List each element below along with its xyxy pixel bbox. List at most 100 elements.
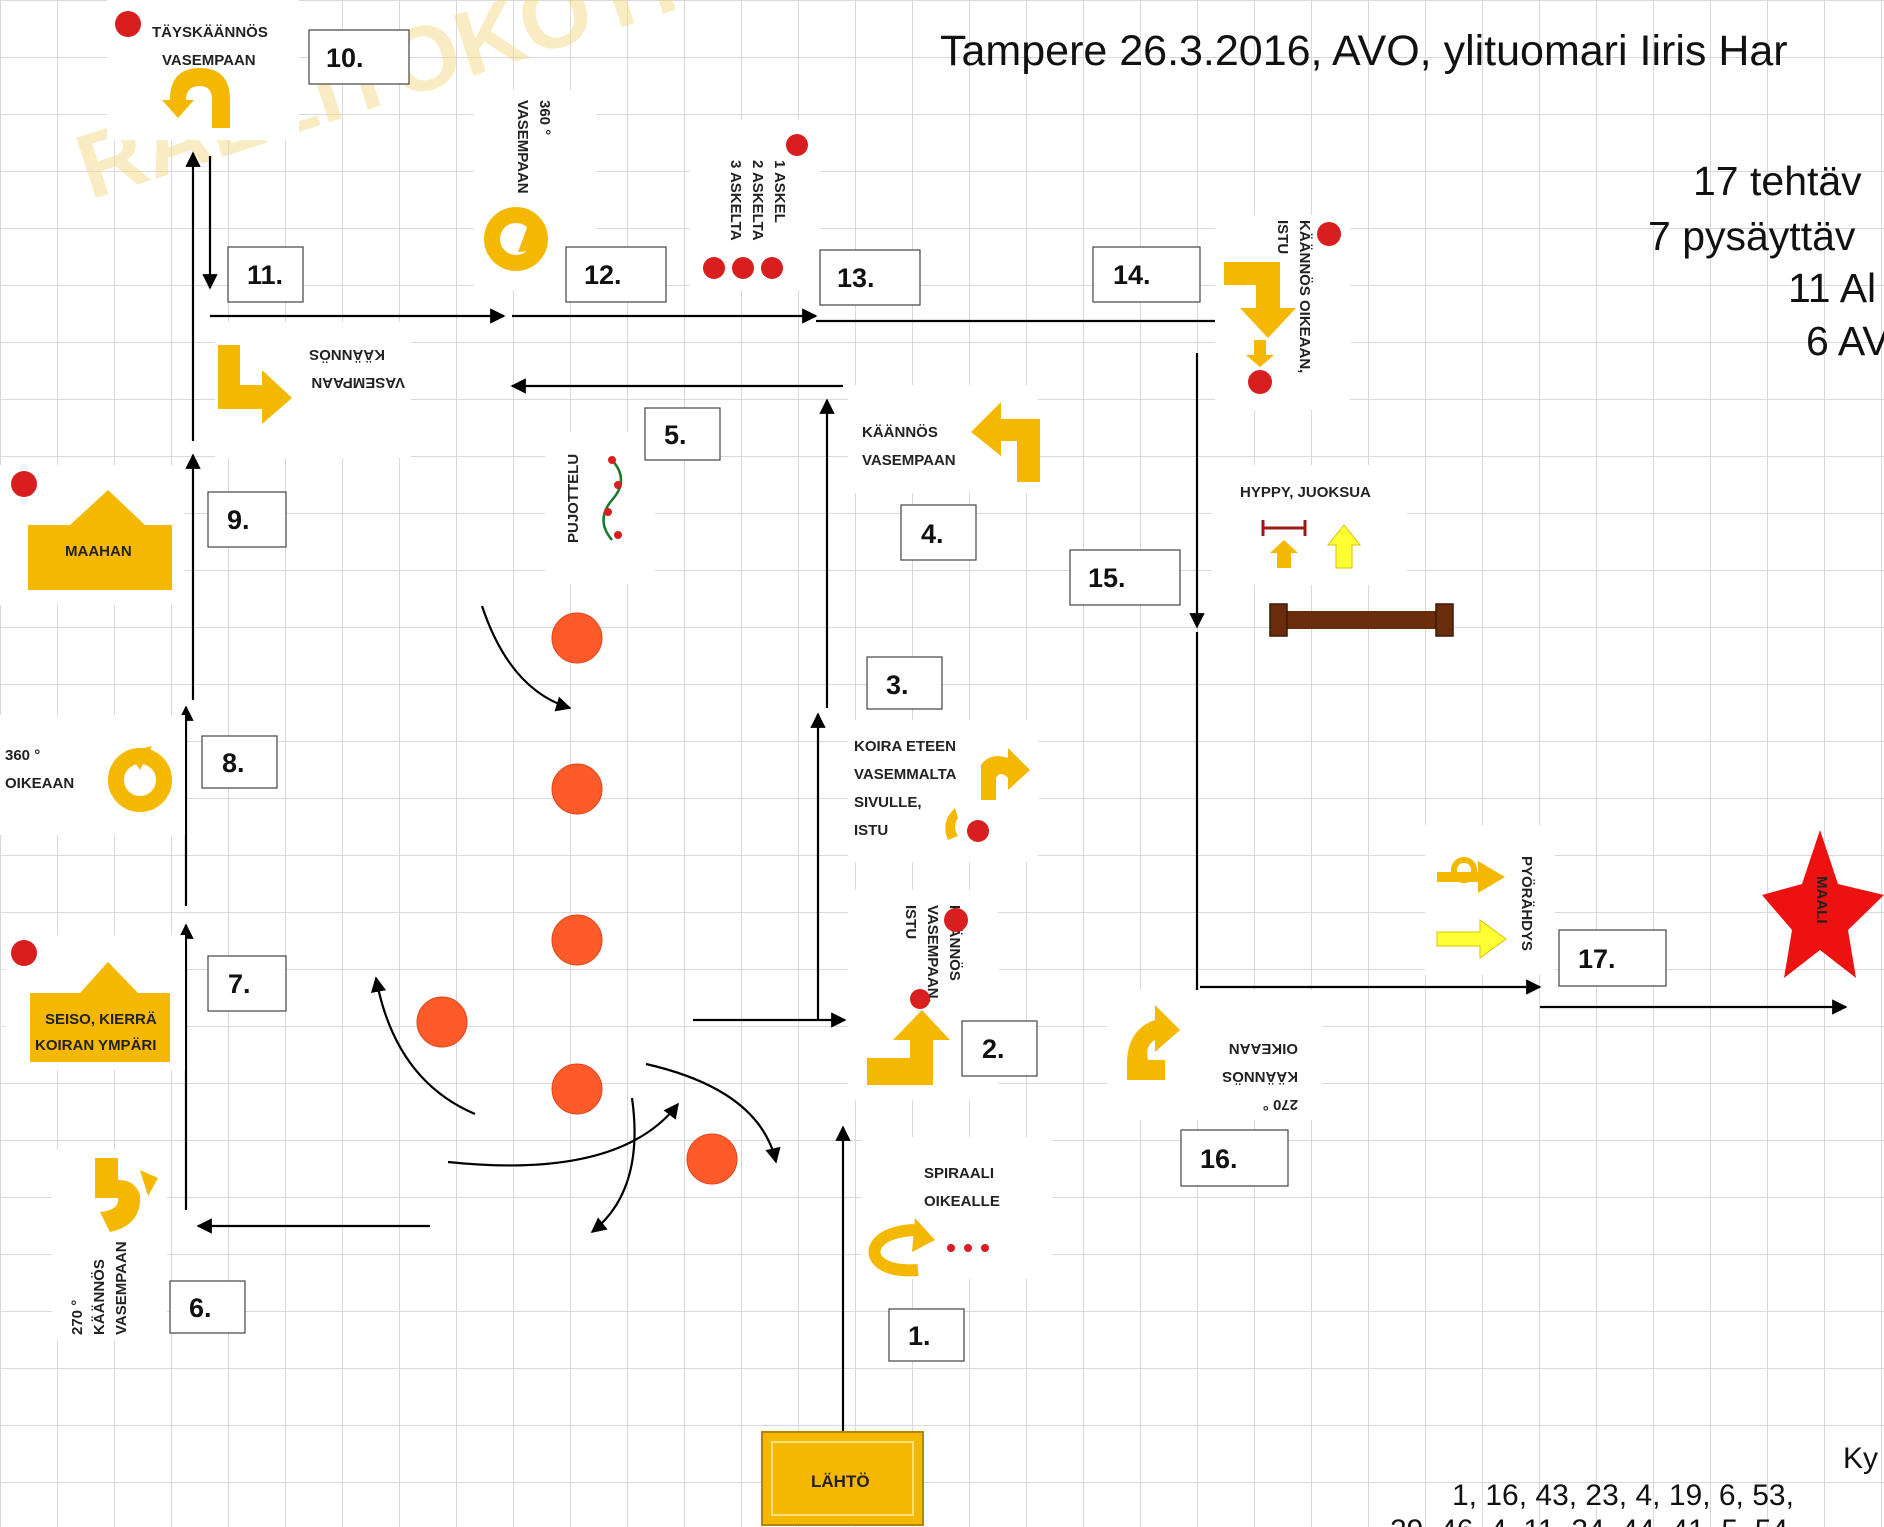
svg-text:PYÖRÄHDYS: PYÖRÄHDYS — [1518, 856, 1535, 951]
svg-text:360 °: 360 ° — [5, 747, 40, 764]
sign-4: KÄÄNNÖS VASEMPAAN — [848, 385, 1040, 493]
page-title: Tampere 26.3.2016, AVO, ylituomari Iiris… — [940, 27, 1788, 75]
task-number-8: 8. — [201, 735, 278, 789]
cone — [686, 1133, 738, 1185]
svg-text:ISTU: ISTU — [854, 822, 888, 839]
svg-text:5.: 5. — [664, 420, 687, 450]
sign-6: 270 ° KÄÄNNÖS VASEMPAAN — [52, 1150, 167, 1340]
svg-text:2 ASKELTA: 2 ASKELTA — [749, 160, 766, 241]
stop-sign-icon — [786, 134, 808, 156]
run-arrow-icon — [1326, 524, 1362, 569]
sign-1: SPIRAALI OIKEALLE — [862, 1137, 1052, 1279]
task-number-5: 5. — [644, 407, 721, 461]
sign-7: SEISO, KIERRÄ KOIRAN YMPÄRI — [5, 935, 185, 1070]
down-icon — [28, 490, 172, 590]
svg-text:6.: 6. — [189, 1293, 212, 1323]
stat-al: 11 Al — [1788, 265, 1876, 311]
spiral-right-icon — [868, 1224, 919, 1277]
svg-text:MAAHAN: MAAHAN — [65, 543, 132, 560]
turn-270-right-icon — [1126, 1005, 1180, 1080]
sign-17: PYÖRÄHDYS — [1425, 825, 1555, 975]
svg-text:ISTU: ISTU — [902, 905, 919, 939]
sign-16: 270 ° KÄÄNNÖS OIKEAAN — [1107, 990, 1322, 1120]
svg-text:SEISO, KIERRÄ: SEISO, KIERRÄ — [45, 1011, 157, 1028]
dog-front-icon — [981, 748, 1030, 800]
stat-av: 6 AV — [1806, 318, 1884, 364]
sign-8: 360 ° OIKEAAN — [0, 715, 185, 835]
hurdle-icon — [1261, 520, 1307, 536]
svg-text:270 °: 270 ° — [69, 1300, 86, 1335]
task-number-4: 4. — [900, 504, 977, 561]
start-sign: LÄHTÖ — [761, 1431, 924, 1526]
cone — [551, 763, 603, 815]
svg-text:15.: 15. — [1088, 563, 1126, 593]
svg-text:VASEMPAAN: VASEMPAAN — [514, 100, 531, 194]
svg-text:2.: 2. — [982, 1034, 1005, 1064]
stat-tasks: 17 tehtäv — [1693, 158, 1862, 204]
sign-10: TÄYSKÄÄNNÖS VASEMPAAN — [107, 0, 299, 140]
svg-text:VASEMPAAN: VASEMPAAN — [862, 452, 956, 469]
svg-text:360 °: 360 ° — [536, 100, 553, 135]
svg-text:SIVULLE,: SIVULLE, — [854, 794, 922, 811]
svg-text:HYPPY, JUOKSUA: HYPPY, JUOKSUA — [1240, 484, 1371, 501]
svg-text:7.: 7. — [228, 969, 251, 999]
stop-sign-icon — [11, 471, 37, 497]
task-number-14: 14. — [1092, 246, 1201, 303]
jump-hurdle — [1269, 603, 1454, 637]
slalom-icon — [602, 459, 623, 541]
cone — [551, 1063, 603, 1115]
sign-15: HYPPY, JUOKSUA — [1212, 465, 1407, 585]
task-number-10: 10. — [308, 29, 410, 85]
svg-text:16.: 16. — [1200, 1144, 1238, 1174]
sign-13: 1 ASKEL 2 ASKELTA 3 ASKELTA — [690, 120, 820, 290]
stop-sign-icon — [1248, 370, 1272, 394]
stand-circle-dog-icon — [30, 962, 170, 1062]
stop-sign-icon — [11, 940, 37, 966]
turn-right-arrow-icon — [1224, 262, 1296, 338]
svg-text:OIKEAAN: OIKEAAN — [1229, 1040, 1298, 1057]
task-number-1: 1. — [888, 1308, 965, 1362]
svg-text:VASEMMALTA: VASEMMALTA — [854, 766, 957, 783]
svg-text:14.: 14. — [1113, 260, 1151, 290]
svg-text:17.: 17. — [1578, 944, 1616, 974]
turn-left-arrow-icon — [971, 402, 1040, 482]
svg-text:8.: 8. — [222, 748, 245, 778]
turn-360-left-icon — [484, 207, 548, 271]
sign-2: KÄÄNNÖS VASEMPAAN, ISTU — [848, 890, 998, 1100]
sign-11: VASEMPAAN KÄÄNNÖS — [215, 322, 411, 458]
svg-text:12.: 12. — [584, 260, 622, 290]
svg-text:MAALI: MAALI — [1813, 876, 1830, 924]
task-number-11: 11. — [227, 246, 304, 303]
stop-sign-icon — [115, 11, 141, 37]
task-number-13: 13. — [819, 249, 921, 306]
svg-text:VASEMPAAN: VASEMPAAN — [311, 374, 405, 391]
sign-3: KOIRA ETEEN VASEMMALTA SIVULLE, ISTU — [848, 720, 1038, 862]
svg-text:KÄÄNNÖS: KÄÄNNÖS — [91, 1259, 108, 1335]
svg-text:KOIRA ETEEN: KOIRA ETEEN — [854, 738, 956, 755]
svg-text:SPIRAALI: SPIRAALI — [924, 1165, 994, 1182]
about-turn-left-icon — [162, 68, 230, 128]
sign-14: KÄÄNNÖS OIKEAAN, ISTU — [1215, 215, 1350, 410]
svg-text:ISTU: ISTU — [1274, 220, 1291, 254]
cone — [551, 914, 603, 966]
stop-sign-icon — [1317, 222, 1341, 246]
task-number-6: 6. — [169, 1280, 246, 1334]
svg-text:KOIRAN YMPÄRI: KOIRAN YMPÄRI — [35, 1037, 156, 1054]
svg-text:11.: 11. — [247, 260, 283, 290]
stop-sign-icon — [967, 820, 989, 842]
turn-270-left-icon — [95, 1158, 141, 1232]
svg-text:1.: 1. — [908, 1321, 931, 1351]
finish-star: MAALI — [1762, 830, 1884, 978]
svg-text:KÄÄNNÖS OIKEAAN,: KÄÄNNÖS OIKEAAN, — [1296, 220, 1313, 373]
task-number-16: 16. — [1180, 1129, 1289, 1187]
jump-arrow-icon — [1270, 540, 1298, 568]
svg-text:1 ASKEL: 1 ASKEL — [771, 160, 788, 223]
order-line-1: 1, 16, 43, 23, 4, 19, 6, 53, — [1452, 1479, 1794, 1512]
svg-text:KÄÄNNÖS: KÄÄNNÖS — [862, 424, 938, 441]
order-line-2: 29, 46, 4, 11, 24, 44, 41, 5, 54 — [1390, 1514, 1788, 1527]
cone — [416, 996, 468, 1048]
course-path — [178, 151, 1848, 1432]
svg-text:OIKEAAN: OIKEAAN — [5, 775, 74, 792]
slalom-cones — [416, 612, 738, 1185]
